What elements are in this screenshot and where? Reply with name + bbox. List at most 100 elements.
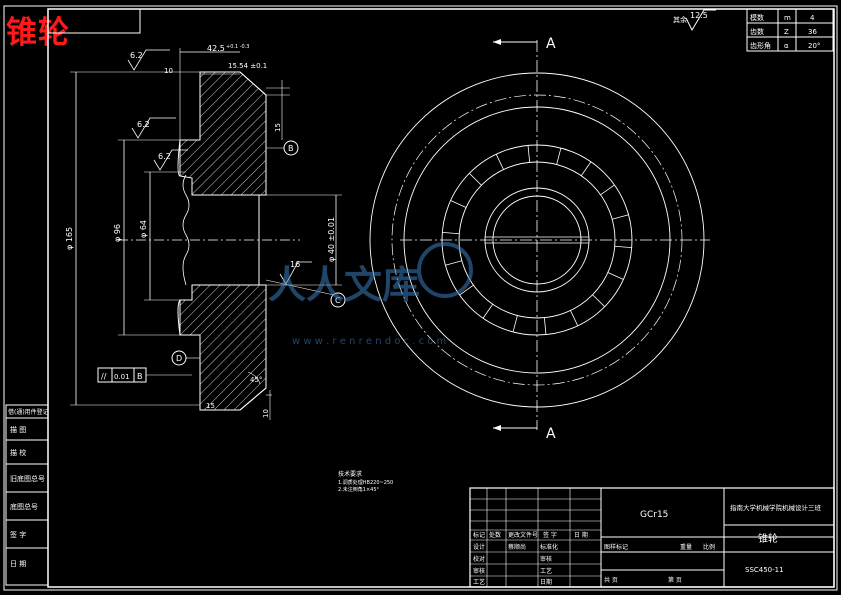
svg-text:校对: 校对	[473, 555, 485, 563]
svg-text:日期: 日期	[540, 578, 552, 586]
section-mark-bottom: A	[546, 426, 556, 442]
strip-label: 旧底图总号	[10, 474, 45, 483]
dim-top-tolerance: +0.1 -0.3	[226, 44, 250, 50]
dim-chamfer: 15.54 ±0.1	[228, 62, 267, 70]
param-symbol: α	[784, 42, 789, 50]
web-line	[445, 260, 462, 266]
params-table: 模数 m 4 齿数 Z 36 齿形角 α 20°	[746, 8, 834, 52]
param-value: 20°	[808, 42, 820, 50]
dim-mid-diameter: φ 96	[113, 224, 122, 242]
strip-label: 借(通)用件登记	[8, 408, 49, 416]
param-symbol: Z	[784, 28, 789, 36]
param-name: 齿形角	[750, 41, 771, 50]
dim-top-width: 42.5	[207, 44, 225, 53]
svg-text:比例: 比例	[703, 543, 715, 551]
callout-b: B	[288, 144, 294, 153]
roughness-2: 6.2	[137, 120, 150, 129]
svg-text:重量: 重量	[680, 543, 692, 551]
watermark-text: 人人文库	[268, 262, 420, 307]
dim-angle: 45°	[250, 376, 262, 384]
param-name: 齿数	[750, 27, 764, 36]
param-value: 4	[810, 14, 815, 22]
svg-text:共 页: 共 页	[604, 576, 618, 584]
dim-height-10: 10	[262, 409, 270, 418]
web-line	[543, 317, 547, 335]
web-line	[495, 154, 504, 170]
web-line	[600, 184, 615, 196]
svg-text:审核: 审核	[540, 555, 552, 563]
tol-symbol: //	[101, 372, 107, 381]
param-name: 模数	[750, 13, 764, 22]
web-line	[482, 303, 494, 319]
callout-c: C	[335, 296, 341, 305]
left-strip: 借(通)用件登记 描 图 描 校 旧底图总号 底图总号 签 字 日 期	[5, 404, 49, 586]
tol-ref: B	[137, 372, 143, 381]
strip-label: 签 字	[10, 530, 26, 539]
front-view: A A	[369, 36, 710, 442]
web-line	[612, 214, 629, 220]
strip-label: 底图总号	[10, 502, 38, 511]
web-line	[442, 232, 460, 235]
part-name: 锥轮	[758, 532, 778, 545]
dim-outer-diameter: φ 165	[65, 227, 74, 250]
web-line	[580, 161, 592, 177]
svg-text:审核: 审核	[473, 567, 485, 575]
roughness-note: 其余 12.5	[673, 9, 716, 32]
web-line	[607, 272, 624, 280]
outer-border	[3, 5, 838, 591]
svg-text:2.未注倒角1×45°: 2.未注倒角1×45°	[338, 486, 380, 493]
svg-text:日 期: 日 期	[574, 531, 588, 539]
web-line	[527, 145, 531, 163]
svg-text:其余: 其余	[673, 15, 687, 24]
school-name: 指南大学机械学院机械设计三班	[730, 503, 822, 512]
roughness-1: 6.2	[130, 51, 143, 60]
web-line	[614, 245, 632, 248]
section-mark-top: A	[546, 36, 556, 52]
svg-text:工艺: 工艺	[473, 578, 485, 586]
web-line	[450, 200, 467, 208]
watermark: 人人文库 w w w . r e n r e n d o c . c o m	[268, 242, 473, 347]
dim-small-width: 10	[164, 67, 173, 75]
svg-text:处数: 处数	[489, 531, 501, 539]
web-line	[459, 284, 474, 296]
param-value: 36	[808, 28, 817, 36]
svg-text:12.5: 12.5	[690, 11, 708, 20]
svg-text:标准化: 标准化	[540, 543, 558, 551]
web-line	[592, 294, 605, 307]
dim-bore-diameter: φ 40 ±0.01	[327, 217, 336, 262]
svg-text:更改文件号: 更改文件号	[508, 531, 538, 539]
svg-text:第 页: 第 页	[668, 576, 682, 584]
strip-label: 日 期	[10, 560, 26, 568]
drawing-number: SSC450-11	[745, 566, 784, 574]
strip-label: 描 校	[10, 448, 26, 457]
svg-text:图样标记: 图样标记	[604, 543, 628, 551]
tech-note: 技术要求 1.调质处理HB220~250 2.未注倒角1×45°	[338, 470, 393, 493]
web-line	[469, 173, 482, 186]
web-line	[512, 315, 518, 333]
section-view: φ 165 φ 96 φ 64 φ 40 ±0.01 42.5 +0.1 -0.…	[65, 44, 346, 420]
tol-value: 0.01	[114, 373, 130, 381]
strip-label: 描 图	[10, 425, 26, 434]
svg-text:签 字: 签 字	[543, 531, 557, 539]
callout-d: D	[176, 354, 182, 363]
param-symbol: m	[784, 14, 791, 22]
inner-border	[47, 8, 835, 588]
svg-text:工艺: 工艺	[540, 567, 552, 575]
svg-text:蔡顺尚: 蔡顺尚	[508, 543, 526, 551]
dim-inner-diameter: φ 64	[139, 220, 148, 238]
title-corner-box	[47, 8, 141, 34]
dim-roughness-16: 16	[290, 260, 300, 269]
svg-text:1.调质处理HB220~250: 1.调质处理HB220~250	[338, 479, 393, 486]
svg-text:技术要求: 技术要求	[338, 470, 362, 478]
roughness-3: 6.2	[158, 152, 171, 161]
svg-text:设计: 设计	[473, 543, 485, 551]
dim-height-15: 15	[274, 123, 282, 132]
watermark-url: w w w . r e n r e n d o c . c o m	[292, 336, 446, 347]
svg-text:标记: 标记	[473, 531, 485, 539]
web-line	[570, 310, 579, 326]
web-line	[556, 147, 562, 165]
title-block: 标记 处数 更改文件号 签 字 日 期 设计 蔡顺尚 标准化 图样标记 重量 比…	[469, 487, 835, 588]
dim-height-15b: 15	[206, 402, 215, 410]
